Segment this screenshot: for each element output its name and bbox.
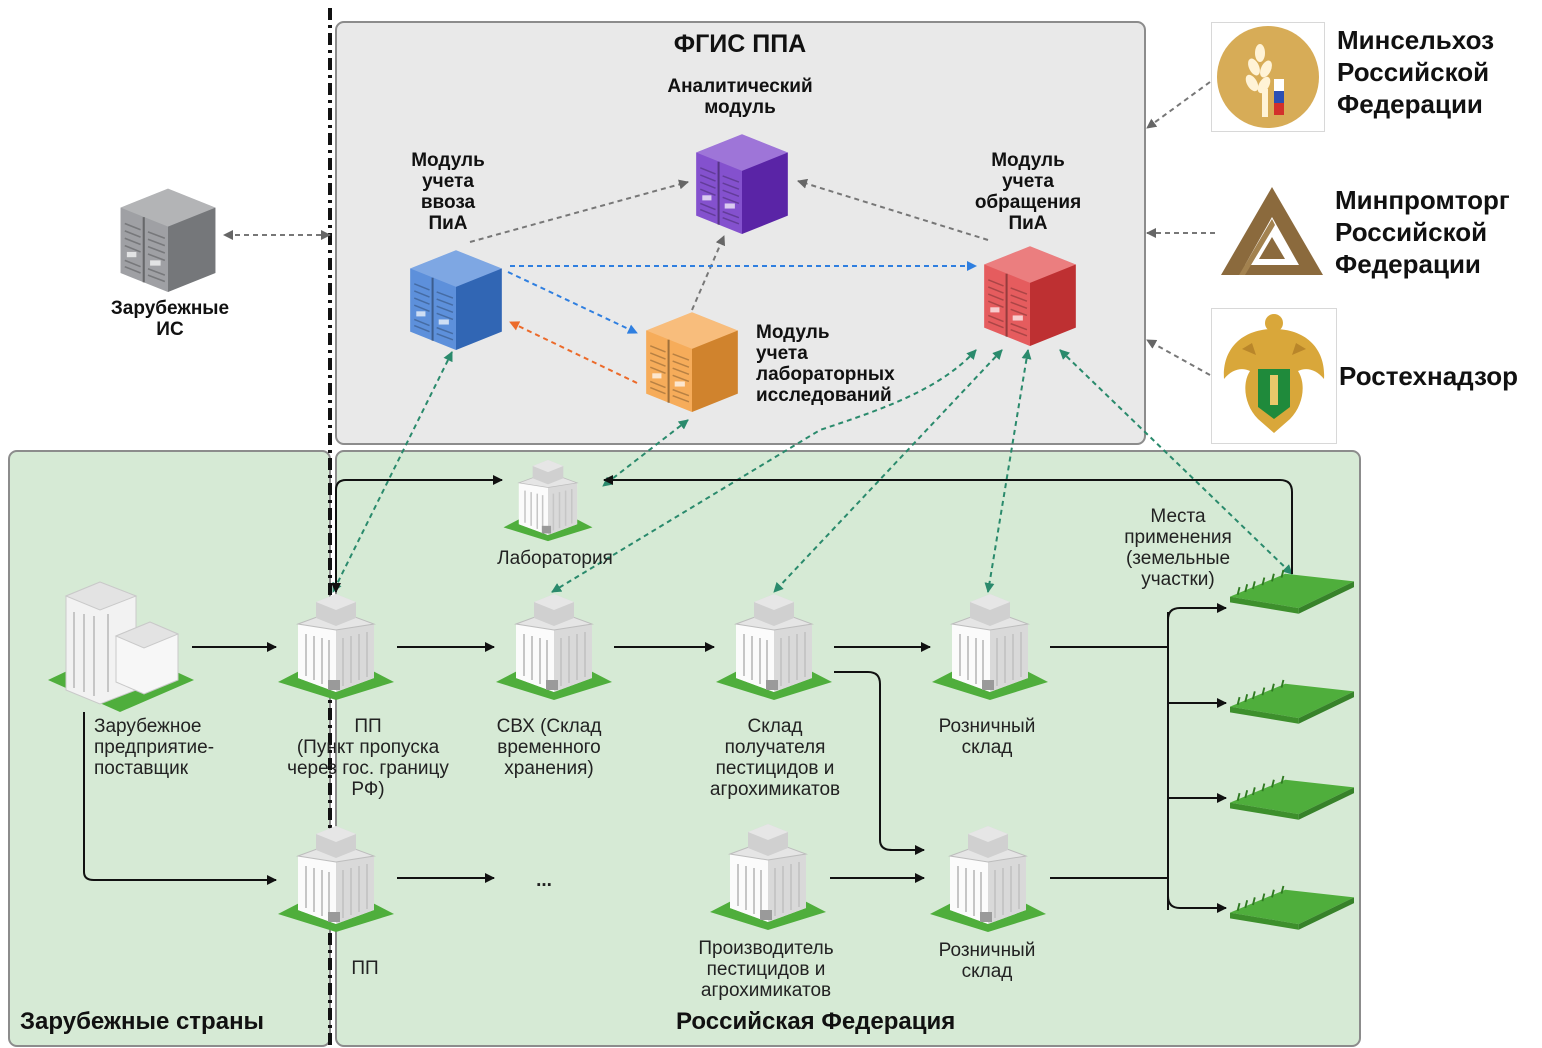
checkpoint-line4: РФ) [351,779,385,800]
lab-module-to-import [509,321,638,384]
minpromtorg-logo [1219,183,1326,279]
checkpoint-label: ПП (Пункт пропуска через гос. границу РФ… [268,716,468,800]
foreign-is-line2: ИС [156,319,184,340]
circulation-retail-link [984,349,1032,593]
to-field-1 [1167,603,1227,621]
rostekhnadzor-label: Ростехнадзор [1339,361,1519,391]
warehouse-to-retail-2 [834,671,925,855]
producer-line2: пестицидов и [706,959,826,980]
foreign-is-line1: Зарубежные [110,298,230,319]
fields-label: Места применения (земельные участки) [1100,506,1256,590]
supplier-to-checkpoint-2 [83,712,277,885]
circulation-module-line3: обращения [974,192,1082,213]
lab-module-label: Модуль учета лабораторных исследований [756,322,926,406]
import-module-label: Модуль учета ввоза ПиА [388,150,508,234]
minselkhoz-line1: Минсельхоз [1337,25,1495,55]
triangle-emblem-icon [1221,187,1323,275]
recipient-warehouse-label: Склад получателя пестицидов и агрохимика… [690,716,860,800]
minselkhoz-line3: Федерации [1337,89,1483,119]
checkpoint-lab-flow [331,475,503,593]
analytics-module-line1: Аналитический [667,76,813,97]
recipient-warehouse-line1: Склад [747,716,803,737]
lab-module-server-icon [645,311,739,412]
svh-label: СВХ (Склад временного хранения) [474,716,624,779]
circulation-module-server-icon [983,245,1077,346]
fields-line1: Места [1150,506,1206,527]
checkpoint-line1: ПП [354,716,382,737]
circulation-module-line1: Модуль [991,150,1065,171]
minselkhoz-link [1146,81,1211,129]
minpromtorg-line1: Минпромторг [1335,185,1510,215]
minpromtorg-line2: Российской [1335,217,1488,247]
minselkhoz-logo [1211,22,1325,132]
supplier-building-icon [48,581,194,712]
recipient-warehouse-line2: получателя [724,737,826,758]
circulation-module-line4: ПиА [1008,213,1048,234]
import-to-lab-module [507,271,638,334]
svh-line2: временного [497,737,601,758]
svh-line3: хранения) [504,758,594,779]
circulation-module-line2: учета [1002,171,1054,192]
checkpoint-2-label: ПП [351,958,379,979]
checkpoint-line2: (Пункт пропуска [296,737,440,758]
minpromtorg-line3: Федерации [1335,249,1481,279]
laboratory-label: Лаборатория [497,548,613,569]
lab-module-line2: учета [756,343,808,364]
producer-label: Производитель пестицидов и агрохимикатов [676,938,856,1001]
retail-2-line1: Розничный [938,940,1036,961]
analytics-module-label: Аналитический модуль [640,76,840,118]
rostekhnadzor-link [1146,339,1211,376]
analytics-module-server-icon [695,133,789,234]
supplier-line2: предприятие- [94,737,215,758]
circulation-to-analytics [797,178,989,241]
import-module-line1: Модуль [411,150,485,171]
retail-1-line1: Розничный [938,716,1036,737]
analytics-module-line2: модуль [704,97,776,118]
retail-2-line2: склад [961,961,1013,982]
minpromtorg-label: Минпромторг Российской Федерации [1335,184,1510,280]
fields-line3: (земельные [1125,548,1231,569]
foreign-is-server-icon [119,187,217,292]
fgis-title: ФГИС ППА [673,30,807,58]
retail-2-label: Розничный склад [914,940,1060,982]
minselkhoz-line2: Российской [1337,57,1490,87]
svh-line1: СВХ (Склад [496,716,602,737]
to-field-4 [1167,895,1227,913]
fields-line2: применения [1124,527,1232,548]
rostekhnadzor-logo [1211,308,1337,444]
wheat-emblem-icon [1217,26,1319,128]
checkpoint-line3: через гос. границу [287,758,449,779]
lab-module-line4: исследований [756,385,892,406]
supplier-line1: Зарубежное [94,716,202,737]
retail-1-label: Розничный склад [914,716,1060,758]
producer-line1: Производитель [698,938,834,959]
supplier-label: Зарубежное предприятие- поставщик [94,716,254,779]
lab-to-analytics [691,235,726,311]
producer-line3: агрохимикатов [700,980,832,1001]
recipient-warehouse-line3: пестицидов и [715,758,835,779]
minselkhoz-label: Минсельхоз Российской Федерации [1337,24,1494,120]
circulation-module-label: Модуль учета обращения ПиА [958,150,1098,234]
recipient-warehouse-line4: агрохимикатов [709,779,841,800]
lab-module-line1: Модуль [756,322,830,343]
fields-lab-flow [603,475,1293,574]
import-module-server-icon [409,249,503,350]
lab-module-line3: лабораторных [756,364,895,385]
russia-region-label: Российская Федерация [676,1008,956,1035]
ellipsis-label: ... [536,870,552,891]
import-module-line2: учета [422,171,474,192]
fields-line4: участки) [1141,569,1215,590]
circulation-warehouse-link [773,349,1003,593]
supplier-line3: поставщик [94,758,189,779]
import-module-line3: ввоза [420,192,476,213]
foreign-is-label: Зарубежные ИС [90,298,250,340]
import-module-line4: ПиА [428,213,468,234]
retail-1-line2: склад [961,737,1013,758]
foreign-region-label: Зарубежные страны [20,1008,265,1035]
import-to-analytics [469,179,689,243]
eagle-emblem-icon [1223,314,1325,433]
